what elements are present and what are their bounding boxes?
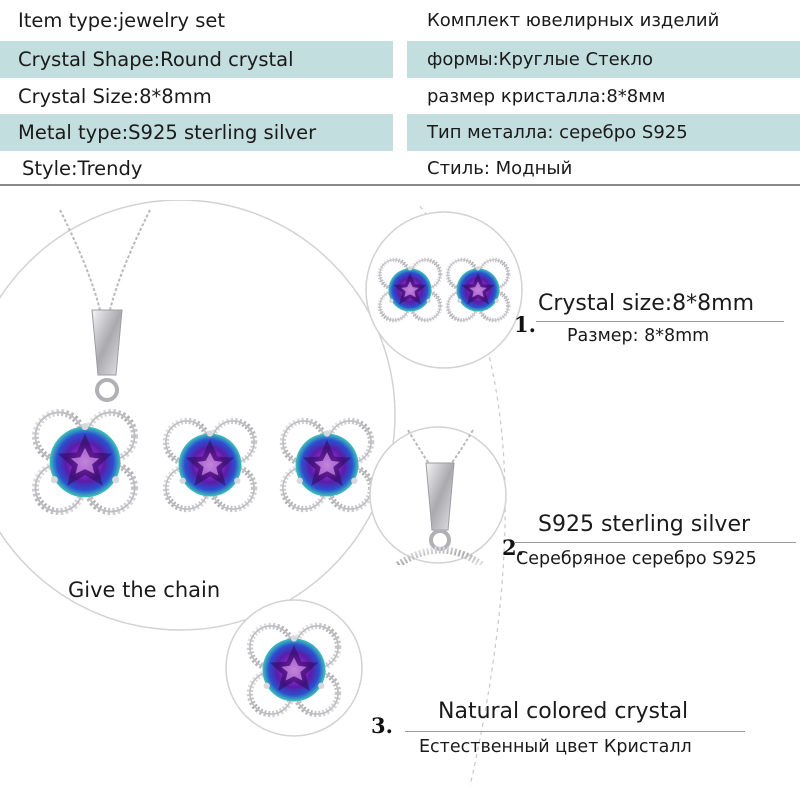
spec-cell-en: Metal type:S925 sterling silver bbox=[0, 114, 393, 151]
spec-row: Crystal Shape:Round crystal формы:Круглы… bbox=[0, 41, 800, 78]
spec-cell-ru: формы:Круглые Стекло bbox=[407, 41, 800, 78]
feature-title: Crystal size:8*8mm bbox=[538, 291, 755, 316]
spec-row: Metal type:S925 sterling silver Тип мета… bbox=[0, 114, 800, 151]
detail-photo-bail bbox=[369, 426, 507, 565]
feature-number: 3. bbox=[371, 713, 393, 738]
feature-divider bbox=[514, 542, 796, 543]
spec-row: Style:Trendy Стиль: Модный bbox=[0, 150, 800, 187]
spec-cell-en: Item type:jewelry set bbox=[18, 9, 226, 32]
feature-number: 1. bbox=[514, 312, 536, 337]
main-product-photo bbox=[0, 200, 396, 631]
spec-cell-ru: Комплект ювелирных изделий bbox=[427, 10, 720, 31]
main-photo-label: Give the chain bbox=[68, 578, 221, 602]
spec-row: Crystal Size:8*8mm размер кристалла:8*8м… bbox=[0, 78, 800, 115]
spec-cell-ru: Тип металла: серебро S925 bbox=[407, 114, 800, 151]
spec-cell-ru: Стиль: Модный bbox=[427, 158, 573, 179]
spec-cell-en: Crystal Size:8*8mm bbox=[18, 85, 212, 108]
feature-subtitle: Естественный цвет Кристалл bbox=[419, 737, 692, 757]
feature-number: 2. bbox=[502, 535, 524, 560]
spec-cell-en: Style:Trendy bbox=[22, 157, 143, 180]
spec-table: Item type:jewelry set Комплект ювелирных… bbox=[0, 0, 800, 186]
detail-photo-earrings bbox=[365, 211, 523, 369]
feature-subtitle: Размер: 8*8mm bbox=[567, 326, 710, 346]
detail-photo-crystal bbox=[225, 599, 363, 737]
spec-cell-en: Crystal Shape:Round crystal bbox=[0, 41, 393, 78]
feature-divider bbox=[405, 731, 745, 732]
feature-divider bbox=[536, 321, 784, 322]
spec-table-divider bbox=[0, 184, 800, 186]
feature-title: S925 sterling silver bbox=[538, 512, 751, 537]
spec-cell-ru: размер кристалла:8*8мм bbox=[427, 86, 666, 107]
spec-row: Item type:jewelry set Комплект ювелирных… bbox=[0, 2, 800, 39]
feature-title: Natural colored crystal bbox=[438, 699, 689, 724]
feature-subtitle: Серебряное серебро S925 bbox=[516, 549, 757, 569]
